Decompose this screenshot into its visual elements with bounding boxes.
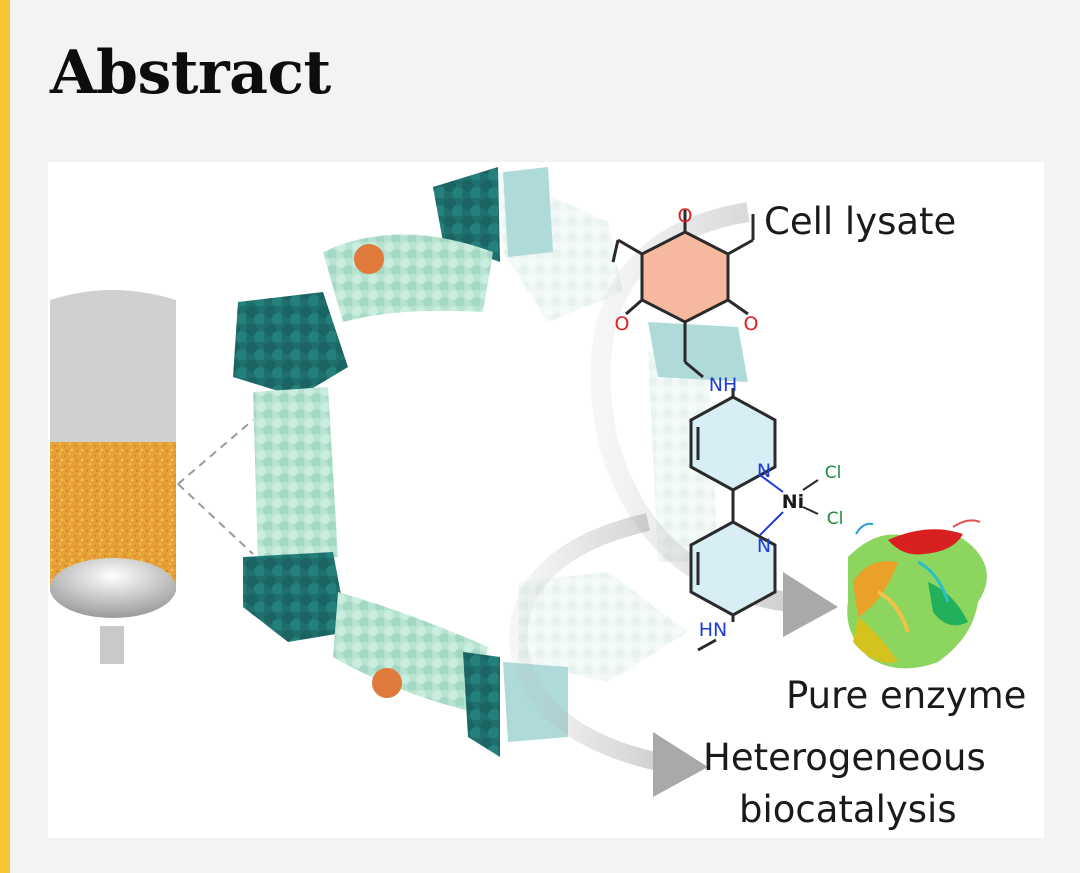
oxygen-top-label: O <box>678 205 693 227</box>
nitrogen-upper-label: N <box>757 460 771 482</box>
graphical-abstract: O O O NH N N Ni Cl Cl HN Cell lysate Pur… <box>48 162 1044 838</box>
oxygen-left-label: O <box>615 313 630 335</box>
heterogeneous-label-line1: Heterogeneous <box>703 736 986 779</box>
chlorine-top-label: Cl <box>825 463 842 483</box>
pure-enzyme-label: Pure enzyme <box>786 674 1026 717</box>
imine-top-label: NH <box>709 374 738 396</box>
nickel-label: Ni <box>782 491 804 513</box>
oxygen-right-label: O <box>744 313 759 335</box>
framework-hexagon <box>233 167 748 757</box>
cell-lysate-label: Cell lysate <box>764 200 956 243</box>
enzyme-protein <box>847 519 987 669</box>
section-title: Abstract <box>50 38 331 108</box>
graphical-abstract-svg: O O O NH N N Ni Cl Cl HN Cell lysate Pur… <box>50 167 1026 831</box>
column-cartridge <box>50 290 254 664</box>
nitrogen-lower-label: N <box>757 535 771 557</box>
chemical-structure <box>611 210 819 652</box>
chlorine-bottom-label: Cl <box>827 509 844 529</box>
imine-bottom-label: HN <box>699 619 728 641</box>
heterogeneous-label-line2: biocatalysis <box>739 788 957 831</box>
accent-bar <box>0 0 10 873</box>
